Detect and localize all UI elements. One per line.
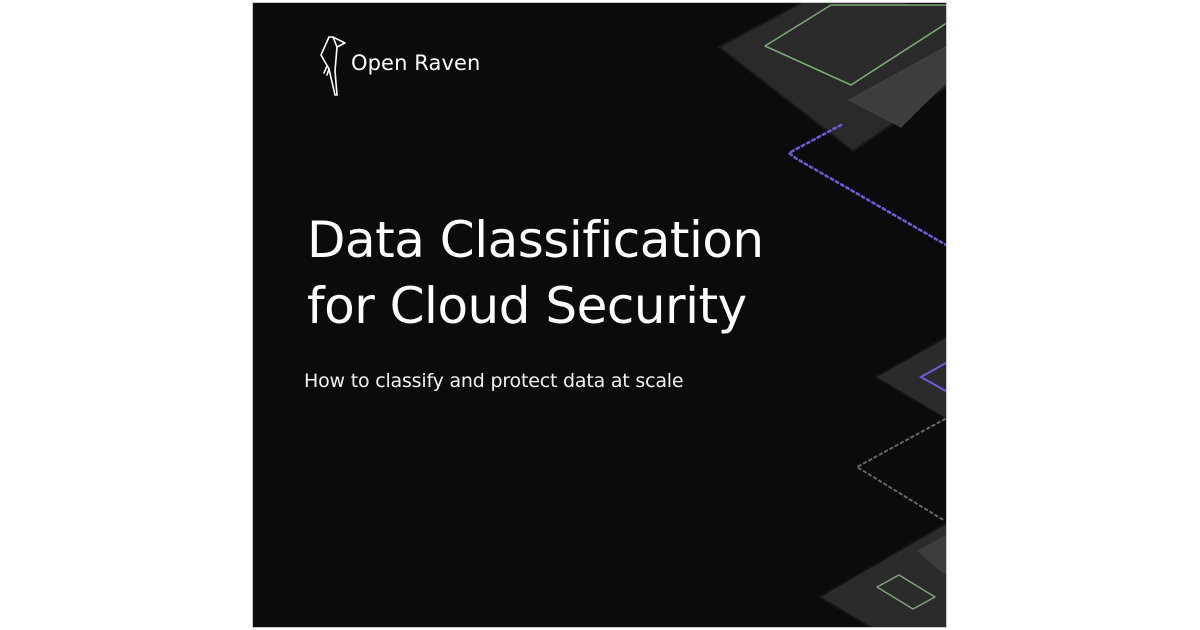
bottom-slab-shape	[817, 521, 946, 627]
page-title: Data Classification for Cloud Security	[307, 207, 764, 339]
title-line-1: Data Classification	[307, 211, 764, 269]
subtitle: How to classify and protect data at scal…	[304, 370, 684, 392]
cover-panel: Open Raven Data Classification for Cloud…	[252, 2, 947, 628]
brand-logo: Open Raven	[317, 33, 480, 99]
raven-logo-icon	[320, 36, 346, 96]
brand-name: Open Raven	[351, 51, 481, 75]
isometric-illustration	[717, 3, 946, 627]
top-slab-shape	[717, 3, 946, 153]
purple-dotted-connector	[786, 123, 946, 247]
middle-slab-shape	[872, 335, 946, 421]
title-line-2: for Cloud Security	[307, 277, 747, 335]
gray-dotted-connector	[855, 418, 946, 522]
